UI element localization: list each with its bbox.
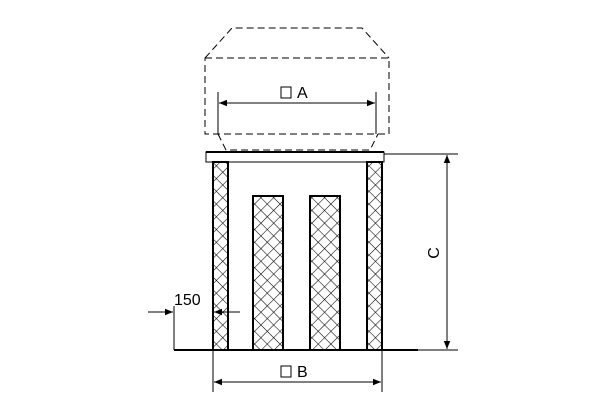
insulation-blocks <box>252 195 341 351</box>
dimension-150: 150 <box>148 292 240 350</box>
insulation-block-right <box>309 195 341 351</box>
fan-base <box>217 133 379 151</box>
roof-curb <box>212 161 383 351</box>
square-dimension-icon <box>280 365 292 378</box>
curb-wall-right <box>366 161 383 351</box>
square-dimension-icon <box>280 86 292 99</box>
dimension-b-label: B <box>297 364 308 381</box>
fan-hood <box>204 27 390 59</box>
fan-housing <box>204 57 390 135</box>
dimension-a-label: A <box>297 85 308 102</box>
insulation-block-left <box>252 195 284 351</box>
dimension-150-label: 150 <box>174 292 201 309</box>
flange-plate <box>205 151 385 163</box>
dimension-a: A <box>217 85 377 134</box>
dimension-c-label: C <box>426 247 443 259</box>
fan-unit-outline <box>204 27 390 151</box>
dimension-b: B <box>212 350 383 392</box>
dimension-c: C <box>384 153 458 351</box>
curb-wall-left <box>212 161 229 351</box>
top-flange <box>205 151 385 163</box>
